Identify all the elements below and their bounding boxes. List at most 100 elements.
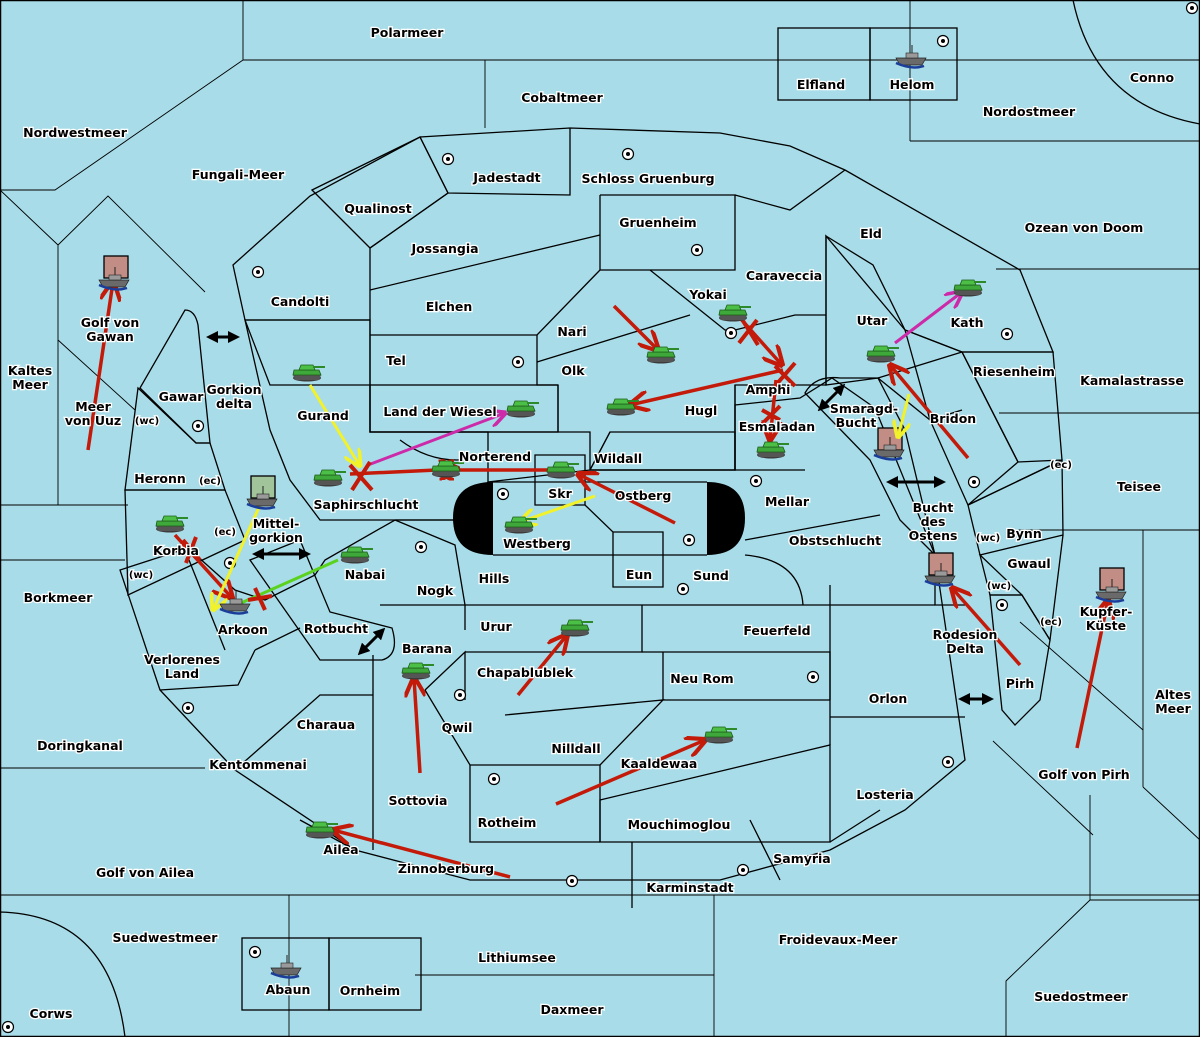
label-sund: Sund <box>693 568 729 583</box>
label-skr: Skr <box>548 486 572 501</box>
label-altes-2: Meer <box>1155 701 1191 716</box>
label-altes-1: Altes <box>1155 687 1191 702</box>
label-smaragd-1: Smaragd- <box>830 401 898 416</box>
coast-heronn-ec: (ec) <box>199 476 221 487</box>
label-jadestadt: Jadestadt <box>472 170 540 185</box>
label-bynn: Bynn <box>1006 526 1041 541</box>
label-froidevaux: Froidevaux-Meer <box>779 932 898 947</box>
label-corws: Corws <box>30 1006 73 1021</box>
label-verlorenes-2: Land <box>165 666 199 681</box>
label-golf-pirh: Golf von Pirh <box>1038 767 1129 782</box>
convoy-orders <box>367 292 962 467</box>
sea-rotbucht[interactable] <box>248 539 396 661</box>
label-doringkanal: Doringkanal <box>37 738 123 753</box>
label-chapa: Chapablublek <box>477 665 574 680</box>
label-kupfer-1: Kupfer- <box>1080 604 1133 619</box>
label-verlorenes-1: Verlorenes <box>144 652 220 667</box>
label-rodesion-1: Rodesion <box>933 627 998 642</box>
label-qwil: Qwil <box>442 720 473 735</box>
label-arkoon: Arkoon <box>218 622 268 637</box>
label-hills: Hills <box>479 571 510 586</box>
label-amphi: Amphi <box>746 382 791 397</box>
label-kamala: Kamalastrasse <box>1080 373 1184 388</box>
label-heronn: Heronn <box>134 471 186 486</box>
label-samyria: Samyria <box>773 851 831 866</box>
region-corws[interactable] <box>0 911 126 1037</box>
coast-korbia-wc: (wc) <box>129 570 153 581</box>
label-elchen: Elchen <box>426 299 473 314</box>
label-bucht-1: Bucht <box>913 500 954 515</box>
label-cobaltmeer: Cobaltmeer <box>521 90 603 105</box>
label-smaragd-2: Bucht <box>836 415 877 430</box>
label-kentommenai: Kentommenai <box>209 757 307 772</box>
region-heronn[interactable] <box>124 386 226 491</box>
label-gawar: Gawar <box>159 389 205 404</box>
map-labels: Polarmeer Cobaltmeer Nordwestmeer Fungal… <box>7 24 1193 1023</box>
label-kaltes-1: Kaltes <box>8 363 52 378</box>
sea-smaragd-bucht[interactable] <box>804 376 937 558</box>
label-bucht-2: des <box>921 514 946 529</box>
coast-gwaul-ec: (ec) <box>1040 617 1062 628</box>
coast-gwaul-wc: (wc) <box>987 581 1011 592</box>
label-mittel-1: Mittel- <box>253 516 300 531</box>
province-borders <box>159 128 1064 908</box>
label-norterend: Norterend <box>459 449 531 464</box>
label-nabai: Nabai <box>345 567 386 582</box>
label-eld: Eld <box>860 226 882 241</box>
label-zinnoberburg: Zinnoberburg <box>398 861 494 876</box>
label-helom: Helom <box>890 77 935 92</box>
label-schloss: Schloss Gruenburg <box>581 171 714 186</box>
region-helom[interactable] <box>869 27 958 101</box>
label-lithium: Lithiumsee <box>478 950 556 965</box>
label-golf-ailea: Golf von Ailea <box>96 865 194 880</box>
label-rotbucht: Rotbucht <box>304 621 368 636</box>
coast-gawar-wc: (wc) <box>135 416 159 427</box>
label-gurand: Gurand <box>297 408 349 423</box>
label-fungali: Fungali-Meer <box>192 167 285 182</box>
label-barana: Barana <box>402 641 452 656</box>
label-nari: Nari <box>557 324 586 339</box>
label-wiesel: Land der Wiesel <box>383 404 496 419</box>
region-red-south[interactable] <box>119 377 966 881</box>
label-tel: Tel <box>386 353 406 368</box>
label-kupfer-2: Küste <box>1086 618 1126 633</box>
label-mittel-2: gorkion <box>249 530 303 545</box>
label-nogk: Nogk <box>417 583 454 598</box>
label-kath: Kath <box>951 315 984 330</box>
label-jossangia: Jossangia <box>410 241 478 256</box>
center-left-cap <box>453 482 493 555</box>
label-neurom: Neu Rom <box>670 671 733 686</box>
label-kaltes-2: Meer <box>12 377 48 392</box>
region-conno[interactable] <box>1072 0 1200 125</box>
label-uuz-1: Meer <box>75 399 111 414</box>
label-urur: Urur <box>480 619 512 634</box>
label-nilldall: Nilldall <box>551 741 600 756</box>
label-uuz-2: von Uuz <box>65 413 121 428</box>
label-daxmeer: Daxmeer <box>540 1002 604 1017</box>
label-polarmeer: Polarmeer <box>371 25 445 40</box>
label-gorkion-1: Gorkion <box>206 382 261 397</box>
label-nordwestmeer: Nordwestmeer <box>23 125 128 140</box>
label-candolti: Candolti <box>271 294 330 309</box>
label-gwaul: Gwaul <box>1007 556 1050 571</box>
label-kaaldewaa: Kaaldewaa <box>621 756 698 771</box>
region-ornheim[interactable] <box>328 937 422 1011</box>
coast-bynn-ec: (ec) <box>1050 460 1072 471</box>
label-feuerfeld: Feuerfeld <box>743 623 810 638</box>
label-ozean: Ozean von Doom <box>1025 220 1144 235</box>
label-olk: Olk <box>561 363 585 378</box>
support-orders <box>213 384 909 610</box>
region-utar[interactable] <box>825 234 1019 507</box>
label-gawan-1: Golf von <box>81 315 140 330</box>
label-wildall: Wildall <box>594 451 642 466</box>
label-ornheim: Ornheim <box>340 983 400 998</box>
label-gruenheim: Gruenheim <box>619 215 696 230</box>
label-yokai: Yokai <box>688 287 727 302</box>
center-right-cap <box>707 482 745 555</box>
label-borkmeer: Borkmeer <box>24 590 94 605</box>
label-losteria: Losteria <box>856 787 913 802</box>
coast-bynn-wc: (wc) <box>976 533 1000 544</box>
label-hugl: Hugl <box>685 403 718 418</box>
